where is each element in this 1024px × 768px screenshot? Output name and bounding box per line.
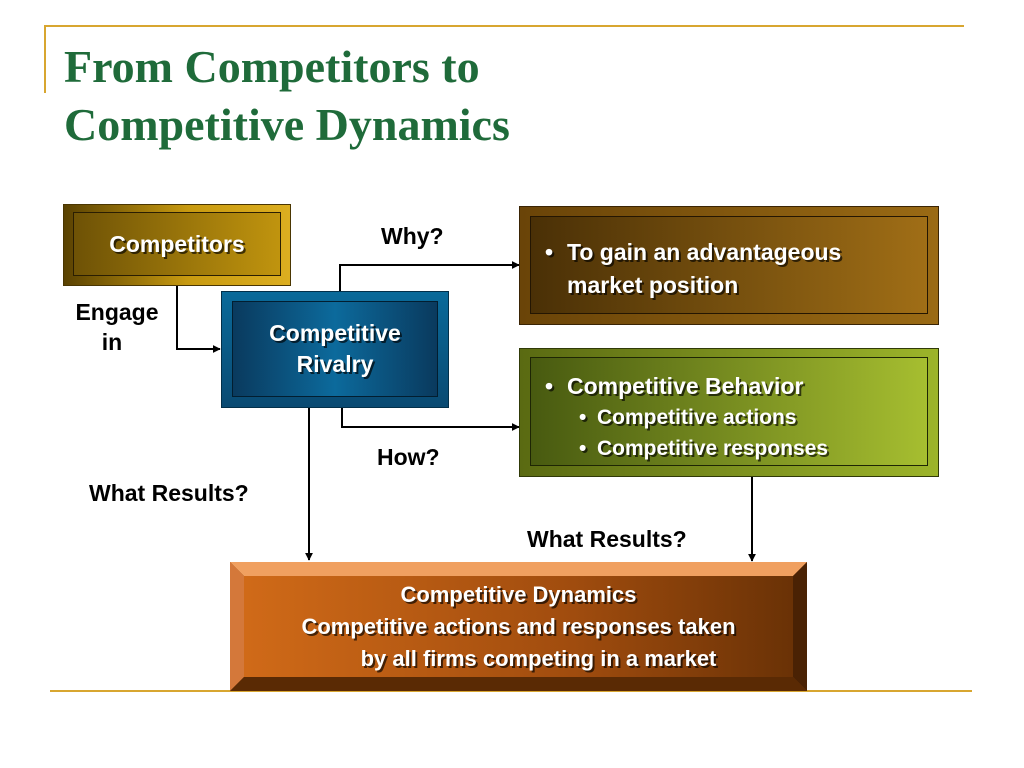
competitors-box: Competitors <box>63 204 291 286</box>
competitive-dynamics-box: Competitive Dynamics Competitive actions… <box>230 562 807 691</box>
how-label: How? <box>377 444 440 470</box>
why-arrow <box>339 261 520 292</box>
engage-line-2: in <box>101 329 123 355</box>
bottom-accent-rule <box>50 690 972 692</box>
what-results-left-label: What Results? <box>89 480 249 506</box>
slide-title: From Competitors to Competitive Dynamics <box>64 38 510 154</box>
competitive-behavior-box: Competitive Behavior Competitive actions… <box>519 348 939 477</box>
rivalry-line-1: Competitive <box>269 320 401 346</box>
why-result-list: To gain an advantageous market position <box>543 236 917 302</box>
dynamics-line-2: Competitive actions and responses taken <box>301 613 736 639</box>
rivalry-line-2: Rivalry <box>296 351 374 377</box>
why-result-item: To gain an advantageous market position <box>543 236 917 302</box>
competitors-panel: Competitors <box>73 212 281 276</box>
advantageous-position-panel: To gain an advantageous market position <box>530 216 928 314</box>
engage-in-label: Engage in <box>62 297 172 357</box>
top-accent-rule <box>44 25 964 27</box>
competitive-dynamics-face: Competitive Dynamics Competitive actions… <box>244 576 793 677</box>
competitive-rivalry-panel: Competitive Rivalry <box>232 301 438 397</box>
what-results-right-label: What Results? <box>527 526 687 552</box>
dynamics-line-3: by all firms competing in a market <box>360 645 717 671</box>
competitive-rivalry-box: Competitive Rivalry <box>221 291 449 408</box>
engage-line-1: Engage <box>75 299 159 325</box>
how-result-list: Competitive Behavior Competitive actions… <box>543 370 917 464</box>
title-line-1: From Competitors to <box>64 41 480 92</box>
why-label: Why? <box>381 223 444 249</box>
advantageous-position-box: To gain an advantageous market position <box>519 206 939 325</box>
dynamics-line-1: Competitive Dynamics <box>400 581 637 607</box>
competitive-behavior-panel: Competitive Behavior Competitive actions… <box>530 357 928 466</box>
competitive-behavior-item: Competitive Behavior Competitive actions… <box>543 370 917 464</box>
how-arrow <box>341 408 520 431</box>
left-accent-rule <box>44 25 46 93</box>
engage-arrow <box>176 286 221 353</box>
competitors-label: Competitors <box>109 230 245 257</box>
competitive-behavior-label: Competitive Behavior <box>567 373 804 399</box>
title-line-2: Competitive Dynamics <box>64 99 510 150</box>
competitive-actions-item: Competitive actions <box>577 402 917 433</box>
behavior-sub-list: Competitive actions Competitive response… <box>577 402 917 464</box>
competitive-responses-item: Competitive responses <box>577 433 917 464</box>
